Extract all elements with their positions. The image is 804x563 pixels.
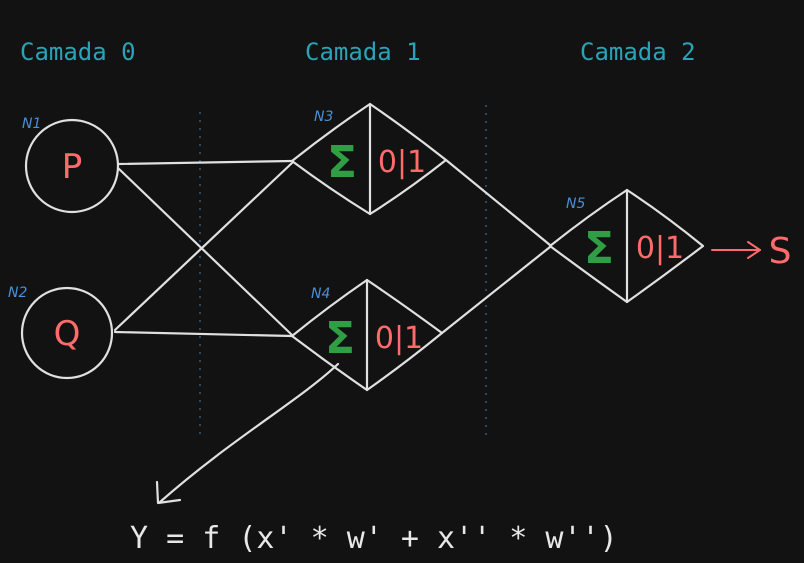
input-node-n1: N1 P: [22, 116, 120, 214]
activation-label-n4: 0|1: [375, 321, 423, 356]
output-symbol-s: S: [769, 231, 792, 272]
activation-label-n5: 0|1: [636, 231, 684, 266]
activation-label-n3: 0|1: [378, 145, 426, 180]
input-node-n2: N2 Q: [8, 285, 114, 380]
neuron-n5: N5 Σ 0|1: [548, 188, 705, 304]
edge-n3-n5: [444, 158, 552, 247]
layer-label-0: Camada 0: [20, 38, 136, 66]
connections: [113, 158, 552, 338]
sigma-icon: Σ: [584, 223, 614, 274]
edge-n4-n5: [440, 245, 552, 335]
node-id-n3: N3: [314, 109, 333, 125]
edge-n2-n3: [113, 161, 294, 332]
layer-label-2: Camada 2: [580, 38, 696, 66]
edge-n1-n3: [116, 159, 294, 166]
input-symbol-p: P: [62, 147, 83, 187]
sigma-icon: Σ: [325, 313, 355, 364]
node-id-n5: N5: [566, 196, 585, 212]
input-symbol-q: Q: [54, 314, 81, 354]
neuron-n4: N4 Σ 0|1: [290, 278, 444, 392]
node-id-n4: N4: [311, 286, 330, 302]
activation-formula: Y = f (x' * w' + x'' * w''): [130, 521, 618, 556]
sigma-icon: Σ: [327, 137, 357, 188]
edge-n2-n4: [113, 330, 294, 338]
layer-label-1: Camada 1: [305, 38, 421, 66]
arrow-right-icon: [711, 241, 761, 259]
output: S: [711, 231, 792, 272]
annotation-arrow-icon: [155, 362, 340, 505]
edge-n1-n4: [116, 166, 294, 337]
node-id-n1: N1: [22, 116, 41, 132]
neuron-n3: N3 Σ 0|1: [290, 102, 448, 216]
node-id-n2: N2: [8, 285, 27, 301]
